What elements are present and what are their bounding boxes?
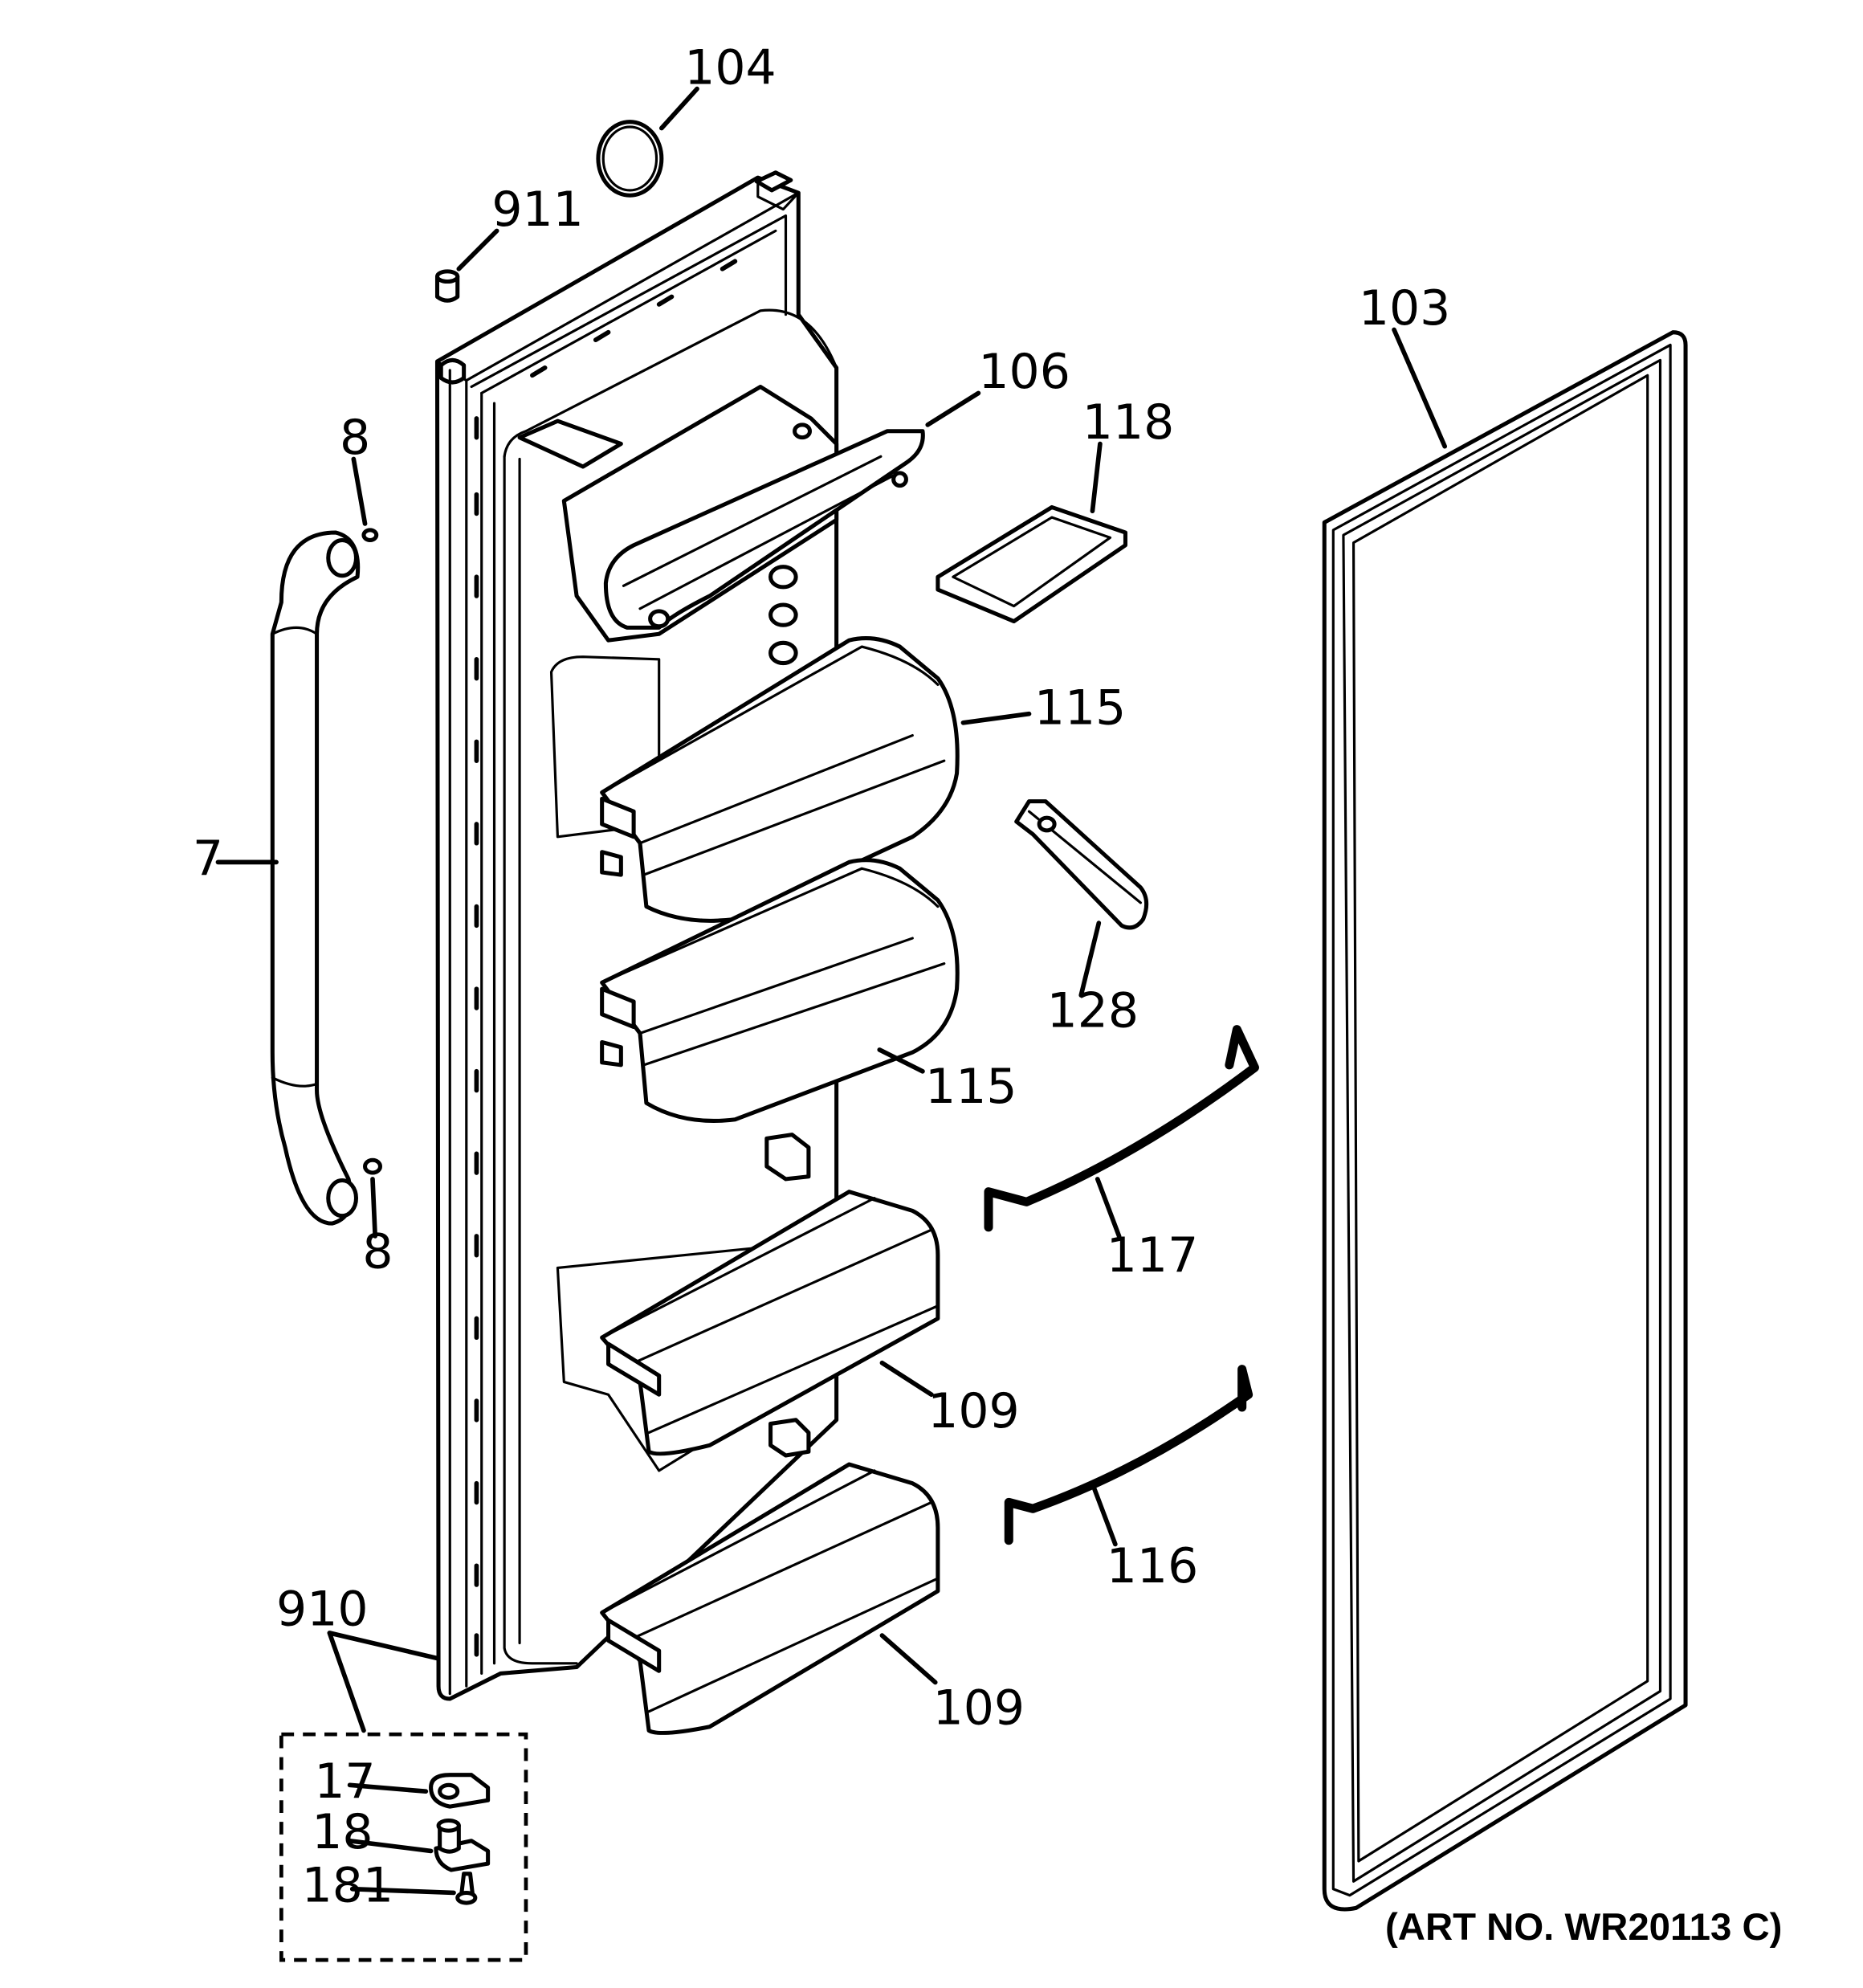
leader-910: [327, 1631, 440, 1733]
callout-103: 103: [1359, 280, 1450, 337]
callout-8-bottom: 8: [362, 1223, 393, 1280]
callout-116: 116: [1107, 1538, 1198, 1594]
leader-18: [347, 1838, 434, 1854]
callout-7: 7: [193, 831, 223, 887]
callout-911: 911: [491, 182, 583, 238]
callout-181: 181: [302, 1858, 393, 1914]
part-17-hinge-plate: [429, 1773, 491, 1809]
leader-116: [1091, 1484, 1118, 1547]
part-128-bracket: [1014, 799, 1149, 930]
part-181-screw: [455, 1872, 478, 1905]
part-106-dairy-door: [561, 385, 925, 643]
callout-109-top: 109: [927, 1383, 1019, 1439]
shelf-supports-upper: [768, 565, 798, 666]
art-number: (ART NO. WR20113 C): [1385, 1906, 1782, 1949]
shelf-support-lower: [768, 1418, 811, 1458]
leader-8-top: [351, 456, 368, 526]
callout-117: 117: [1107, 1227, 1198, 1284]
callout-109-bottom: 109: [933, 1680, 1025, 1737]
callout-106: 106: [978, 344, 1070, 400]
hinge-kit-box: [279, 1732, 528, 1962]
callout-910: 910: [276, 1581, 368, 1637]
leader-104: [658, 86, 699, 131]
part-103-gasket: [1322, 330, 1688, 1912]
callout-18: 18: [312, 1804, 373, 1860]
part-117-wire: [984, 1025, 1259, 1232]
part-109-bin-lower: [600, 1462, 940, 1735]
part-115-bin-lower: [600, 858, 960, 1123]
part-911-bushing: [434, 269, 460, 303]
leader-103: [1392, 327, 1448, 449]
part-8-screw-bottom: [363, 1157, 382, 1175]
leader-8-bottom: [370, 1177, 377, 1239]
leader-106: [925, 390, 981, 427]
callout-128: 128: [1047, 983, 1139, 1039]
part-8-screw-top: [361, 528, 379, 543]
leader-109-bottom: [879, 1633, 938, 1685]
leader-118: [1090, 441, 1103, 514]
leader-911: [456, 228, 499, 271]
part-109-bin-upper: [600, 1190, 940, 1456]
leader-128: [1078, 921, 1102, 998]
part-18-hinge-pin: [434, 1818, 491, 1872]
part-115-bin-upper: [600, 636, 960, 923]
leader-115-top: [960, 711, 1032, 725]
part-116-wire: [1004, 1365, 1254, 1545]
leader-181: [349, 1886, 456, 1896]
leader-17: [347, 1782, 429, 1794]
leader-109-top: [879, 1360, 934, 1398]
callout-115-top: 115: [1034, 680, 1126, 736]
callout-118: 118: [1082, 394, 1174, 451]
callout-8-top: 8: [340, 410, 370, 466]
leader-115-bottom: [877, 1047, 925, 1074]
callout-104: 104: [684, 39, 776, 96]
callout-17: 17: [314, 1753, 375, 1810]
shelf-support-mid: [764, 1133, 811, 1182]
part-104-plug: [596, 120, 664, 198]
callout-115-bottom: 115: [925, 1059, 1017, 1115]
leader-117: [1095, 1177, 1122, 1239]
part-118-tray: [936, 504, 1127, 624]
part-7-handle: [270, 530, 361, 1226]
gasket-dashes: [474, 259, 738, 1657]
